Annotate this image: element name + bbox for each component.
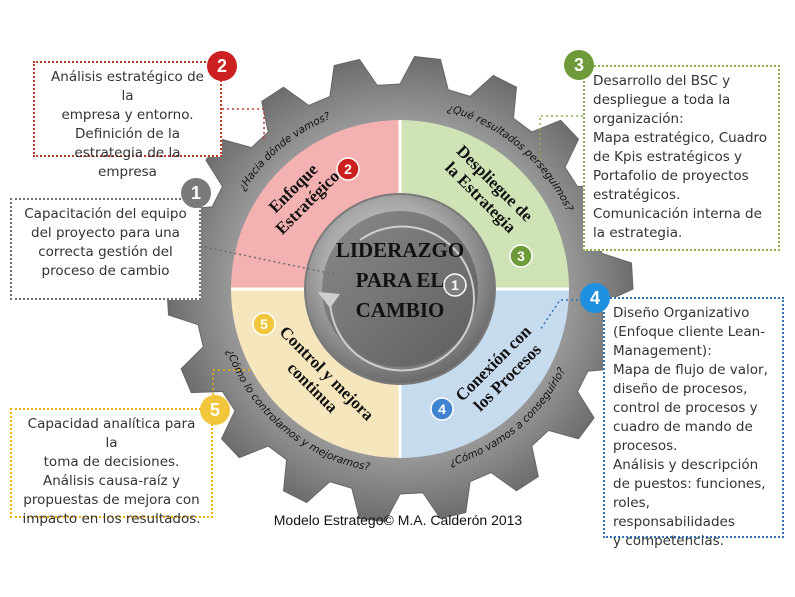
callout-line: propuestas de mejora con (23, 492, 200, 508)
callout-line: Desarrollo del BSC y (593, 73, 731, 89)
callout-line: cuadro de mando de (613, 419, 753, 435)
hub-badge (443, 273, 467, 297)
callout-line: diseño de procesos, (613, 381, 748, 397)
hub-inner (322, 211, 478, 367)
hub-title-line: PARA EL (356, 268, 445, 292)
callout-line: roles, responsabilidades (613, 495, 735, 530)
quadrant-badge-enfoque (336, 157, 360, 181)
badge-5: 5 (200, 395, 230, 425)
connector-5 (212, 369, 250, 410)
callout-line: Comunicación interna de (593, 206, 762, 222)
callout-line: y competencias. (613, 533, 724, 549)
callout-line: impacto en los resultados. (22, 511, 201, 527)
hub-badge-text: 1 (451, 277, 459, 293)
callout-line: toma de decisiones. (43, 454, 180, 470)
callout-line: de puestos: funciones, (613, 476, 766, 492)
callout-line: de Kpis estratégicos y (593, 149, 743, 165)
callout-line: proceso de cambio (41, 263, 170, 279)
callout-line: procesos. (613, 438, 678, 454)
quadrant-badge-text: 5 (260, 316, 268, 332)
callout-box-3: Desarrollo del BSC y despliegue a toda la… (583, 65, 780, 251)
callout-box-2: Análisis estratégico de la empresa y ento… (33, 61, 222, 180)
callout-line: del proyecto para una (31, 225, 180, 241)
callout-line: (Enfoque cliente Lean- (613, 324, 766, 340)
connector-1 (199, 245, 339, 276)
quadrant-badge-text: 3 (517, 248, 525, 264)
callout-line: Capacidad analítica para la (27, 416, 196, 451)
callout-line: la estrategia. (593, 225, 683, 241)
callout-line: Análisis estratégico de la (51, 69, 204, 104)
quadrant-badge-text: 2 (344, 161, 352, 177)
callout-line: despliegue a toda la (593, 92, 731, 108)
badge-1: 1 (181, 178, 211, 208)
cycle-arrowhead-icon (318, 292, 340, 308)
callout-line: organización: (593, 111, 684, 127)
callout-line: estratégicos. (593, 187, 681, 203)
callout-line: Portafolio de proyectos (593, 168, 749, 184)
callout-line: control de procesos y (613, 400, 758, 416)
callout-line: Definición de la (75, 126, 180, 142)
hub-title-line: LIDERAZGO (336, 238, 464, 262)
callout-line: Mapa estratégico, Cuadro (593, 130, 768, 146)
hub-title-line: CAMBIO (356, 298, 445, 322)
callout-line: estrategia de la empresa (74, 145, 181, 180)
connector-2 (222, 108, 265, 140)
callout-box-4: Diseño Organizativo (Enfoque cliente Lean… (603, 297, 784, 549)
badge-4: 4 (580, 283, 610, 313)
callout-line: Análisis y descripción (613, 457, 759, 473)
cycle-arrow-icon (329, 225, 475, 372)
callout-line: Capacitación del equipo (24, 206, 187, 222)
quadrant-badge-conexion (430, 397, 454, 421)
connector-lines (199, 108, 603, 410)
callout-line: Management): (613, 343, 712, 359)
callout-box-5: Capacidad analítica para la toma de decis… (10, 408, 213, 527)
quadrant-badge-despliegue (509, 244, 533, 268)
callout-line: empresa y entorno. (61, 107, 194, 123)
badge-2: 2 (207, 51, 237, 81)
callout-box-1: Capacitación del equipo del proyecto para… (10, 198, 201, 300)
callout-line: Análisis causa-raíz y (42, 473, 181, 489)
hub-title: LIDERAZGO PARA EL CAMBIO 1 (336, 238, 467, 322)
badge-3: 3 (564, 50, 594, 80)
quadrant-badge-control (252, 312, 276, 336)
quadrant-badge-text: 4 (438, 401, 446, 417)
credit-text: Modelo Estratego© M.A. Calderón 2013 (273, 512, 523, 528)
callout-line: Diseño Organizativo (613, 305, 750, 321)
callout-line: correcta gestión del (38, 244, 173, 260)
callout-line: Mapa de flujo de valor, (613, 362, 768, 378)
